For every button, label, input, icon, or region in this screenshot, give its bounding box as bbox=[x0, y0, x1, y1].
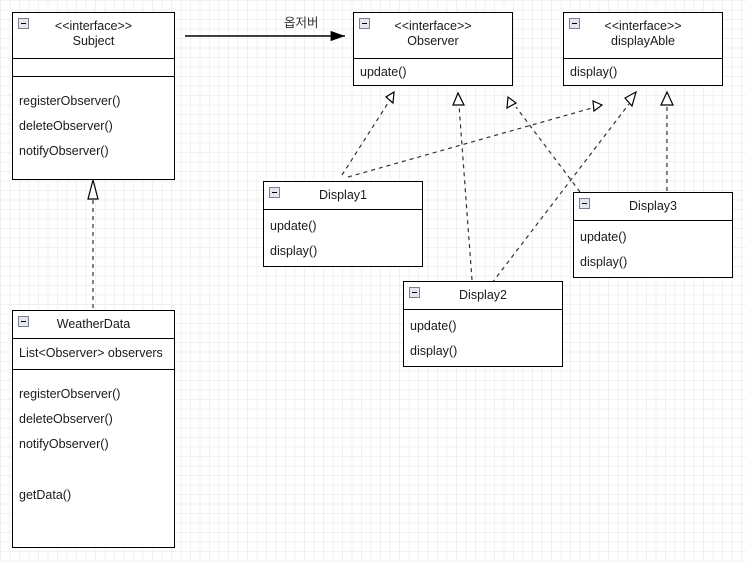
class-header-weatherdata: WeatherData bbox=[13, 311, 174, 339]
class-header-subject: <<interface>> Subject bbox=[13, 13, 174, 59]
class-box-weatherdata[interactable]: WeatherData List<Observer> observers reg… bbox=[12, 310, 175, 548]
class-stereotype: <<interface>> bbox=[54, 19, 133, 33]
operation-item: update() bbox=[580, 230, 627, 244]
class-name: Display2 bbox=[459, 288, 507, 302]
class-box-subject[interactable]: <<interface>> Subject registerObserver()… bbox=[12, 12, 175, 180]
class-stereotype: <<interface>> bbox=[394, 19, 472, 33]
class-operations-display3: update() display() bbox=[574, 221, 732, 281]
class-operations-subject: registerObserver() deleteObserver() noti… bbox=[13, 77, 174, 170]
minus-icon[interactable] bbox=[409, 287, 420, 298]
class-header-display3: Display3 bbox=[574, 193, 732, 221]
attribute-item: List<Observer> observers bbox=[19, 346, 163, 360]
minus-icon[interactable] bbox=[18, 316, 29, 327]
class-header-displayable: <<interface>> displayAble bbox=[564, 13, 722, 59]
class-box-display3[interactable]: Display3 update() display() bbox=[573, 192, 733, 278]
operation-item: update() bbox=[360, 65, 407, 79]
class-header-display1: Display1 bbox=[264, 182, 422, 210]
operation-item: deleteObserver() bbox=[19, 119, 113, 133]
minus-icon[interactable] bbox=[359, 18, 370, 29]
class-name: displayAble bbox=[611, 34, 675, 48]
minus-icon[interactable] bbox=[579, 198, 590, 209]
class-header-observer: <<interface>> Observer bbox=[354, 13, 512, 59]
class-operations-observer: update() bbox=[354, 59, 512, 88]
operation-item: notifyObserver() bbox=[19, 437, 109, 451]
operation-item: display() bbox=[270, 244, 318, 258]
minus-icon[interactable] bbox=[569, 18, 580, 29]
edge-display1-to-displayable bbox=[347, 100, 604, 178]
edge-display2-to-observer bbox=[452, 91, 473, 281]
edge-display3-to-observer bbox=[506, 95, 581, 193]
operation-item: getData() bbox=[19, 488, 72, 502]
class-operations-display1: update() display() bbox=[264, 210, 422, 270]
minus-icon[interactable] bbox=[18, 18, 29, 29]
operation-item: registerObserver() bbox=[19, 387, 121, 401]
class-name: Display1 bbox=[319, 188, 367, 202]
class-box-displayable[interactable]: <<interface>> displayAble display() bbox=[563, 12, 723, 86]
edge-display1-to-observer bbox=[341, 90, 395, 176]
operation-item: display() bbox=[570, 65, 618, 79]
operation-spacer bbox=[19, 457, 168, 483]
class-operations-displayable: display() bbox=[564, 59, 722, 88]
class-box-observer[interactable]: <<interface>> Observer update() bbox=[353, 12, 513, 86]
minus-icon[interactable] bbox=[269, 187, 280, 198]
edge-display3-to-displayable bbox=[660, 90, 674, 191]
edge-display2-to-displayable bbox=[491, 90, 637, 284]
class-box-display1[interactable]: Display1 update() display() bbox=[263, 181, 423, 267]
class-attributes-subject bbox=[13, 59, 174, 77]
operation-item: notifyObserver() bbox=[19, 144, 109, 158]
operation-item: update() bbox=[410, 319, 457, 333]
class-box-display2[interactable]: Display2 update() display() bbox=[403, 281, 563, 367]
class-name: Display3 bbox=[629, 199, 677, 213]
edge-label-observer: 옵저버 bbox=[284, 16, 319, 30]
class-stereotype: <<interface>> bbox=[604, 19, 682, 33]
class-operations-weatherdata: registerObserver() deleteObserver() noti… bbox=[13, 370, 174, 514]
operation-item: deleteObserver() bbox=[19, 412, 113, 426]
operation-item: registerObserver() bbox=[19, 94, 121, 108]
class-operations-display2: update() display() bbox=[404, 310, 562, 370]
class-attributes-weatherdata: List<Observer> observers bbox=[13, 339, 174, 370]
operation-item: display() bbox=[410, 344, 458, 358]
class-name: Subject bbox=[72, 34, 115, 48]
operation-item: display() bbox=[580, 255, 628, 269]
class-name: Observer bbox=[407, 34, 459, 48]
operation-item: update() bbox=[270, 219, 317, 233]
class-name: WeatherData bbox=[56, 317, 131, 331]
class-header-display2: Display2 bbox=[404, 282, 562, 310]
edge-weatherdata-to-subject bbox=[87, 177, 99, 308]
